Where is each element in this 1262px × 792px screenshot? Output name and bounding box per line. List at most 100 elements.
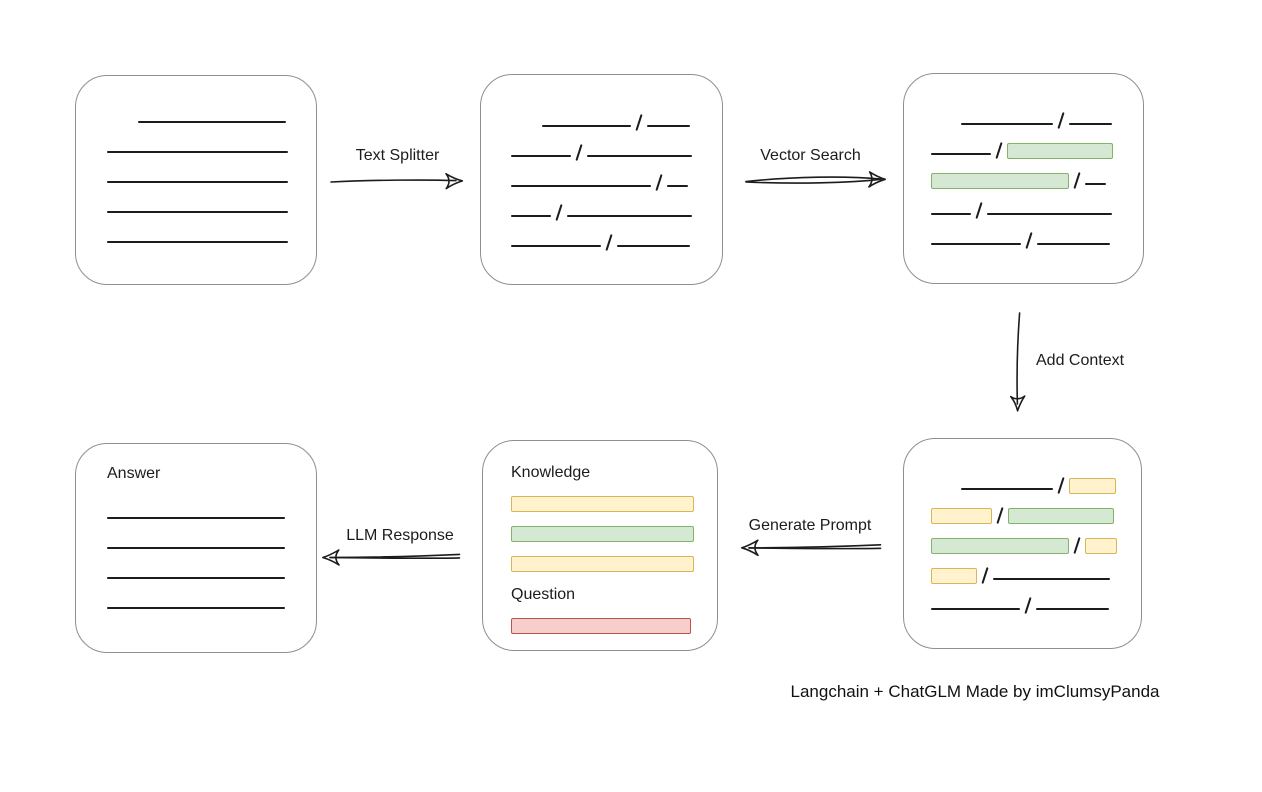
slash-separator	[981, 567, 989, 584]
text-line	[511, 215, 551, 217]
vector-search-arrow-icon	[745, 171, 886, 188]
green-highlight-chip	[1008, 508, 1114, 524]
text-line	[511, 245, 601, 247]
yellow-highlight-chip	[511, 556, 694, 572]
context-chunks-lines	[931, 465, 1141, 615]
green-highlight-chip	[931, 538, 1069, 554]
slash-separator	[1073, 172, 1081, 189]
yellow-highlight-chip	[931, 568, 977, 584]
llm-response-arrow-icon	[322, 549, 461, 566]
context-chunks-box	[903, 438, 1142, 649]
text-row	[511, 222, 722, 252]
red-highlight-chip	[511, 618, 691, 634]
text-line	[107, 241, 288, 243]
yellow-highlight-chip	[1085, 538, 1117, 554]
text-line	[107, 577, 285, 579]
slash-separator	[655, 174, 663, 191]
text-row	[107, 584, 316, 614]
text-line	[511, 155, 571, 157]
text-line	[138, 121, 286, 123]
text-line	[1069, 123, 1112, 125]
text-row	[107, 98, 316, 128]
text-row	[931, 220, 1143, 250]
text-row	[511, 162, 722, 192]
text-line	[931, 153, 991, 155]
llm-response-label: LLM Response	[346, 527, 454, 544]
text-row	[107, 494, 316, 524]
text-line	[993, 578, 1110, 580]
split-chunks-box	[480, 74, 723, 285]
slash-separator	[1024, 597, 1032, 614]
text-line	[587, 155, 692, 157]
text-line	[667, 185, 688, 187]
text-line	[1036, 608, 1109, 610]
text-row	[107, 554, 316, 584]
source-document-lines	[107, 98, 316, 248]
text-line	[931, 608, 1020, 610]
text-row	[511, 513, 717, 543]
question-label: Question	[511, 586, 576, 603]
prompt-box: Knowledge Question	[482, 440, 718, 651]
text-splitter-arrow-icon	[330, 173, 464, 190]
vector-search-label: Vector Search	[760, 147, 861, 164]
text-row	[931, 465, 1141, 495]
text-line	[987, 213, 1112, 215]
text-line	[542, 125, 631, 127]
text-splitter-label: Text Splitter	[355, 147, 440, 164]
text-line	[107, 607, 285, 609]
text-row	[931, 190, 1143, 220]
text-row	[511, 192, 722, 222]
slash-separator	[1057, 477, 1065, 494]
text-line	[961, 488, 1053, 490]
text-row	[511, 543, 717, 573]
text-row	[107, 128, 316, 158]
slash-separator	[975, 202, 983, 219]
answer-box: Answer	[75, 443, 317, 653]
slash-separator	[635, 114, 643, 131]
text-row	[511, 102, 722, 132]
slash-separator	[555, 204, 563, 221]
text-row	[511, 605, 717, 635]
green-highlight-chip	[1007, 143, 1113, 159]
text-row	[107, 158, 316, 188]
slash-separator	[1073, 537, 1081, 554]
slash-separator	[1057, 112, 1065, 129]
text-line	[1037, 243, 1110, 245]
text-line	[931, 213, 971, 215]
generate-prompt-label: Generate Prompt	[748, 517, 872, 534]
source-document-box	[75, 75, 317, 285]
green-highlight-chip	[931, 173, 1069, 189]
text-row	[107, 524, 316, 554]
text-line	[961, 123, 1053, 125]
answer-lines	[107, 494, 316, 614]
yellow-highlight-chip	[1069, 478, 1116, 494]
text-line	[647, 125, 690, 127]
slash-separator	[1025, 232, 1033, 249]
yellow-highlight-chip	[511, 496, 694, 512]
text-row	[931, 585, 1141, 615]
knowledge-label: Knowledge	[511, 464, 591, 481]
generate-prompt-arrow-icon	[741, 539, 882, 557]
text-row	[931, 100, 1143, 130]
text-row	[931, 525, 1141, 555]
text-row	[107, 188, 316, 218]
answer-label: Answer	[107, 465, 161, 482]
text-line	[567, 215, 692, 217]
caption: Langchain + ChatGLM Made by imClumsyPand…	[790, 682, 1160, 701]
knowledge-bars	[511, 483, 717, 573]
text-line	[107, 211, 288, 213]
vector-matches-box	[903, 73, 1144, 284]
text-row	[931, 555, 1141, 585]
text-line	[107, 151, 288, 153]
slash-separator	[996, 507, 1004, 524]
text-line	[1085, 183, 1106, 185]
add-context-label: Add Context	[1036, 352, 1125, 369]
text-row	[931, 495, 1141, 525]
text-row	[511, 132, 722, 162]
slash-separator	[605, 234, 613, 251]
add-context-arrow-icon	[1010, 312, 1026, 412]
split-chunks-lines	[511, 102, 722, 252]
text-row	[511, 483, 717, 513]
text-row	[931, 160, 1143, 190]
